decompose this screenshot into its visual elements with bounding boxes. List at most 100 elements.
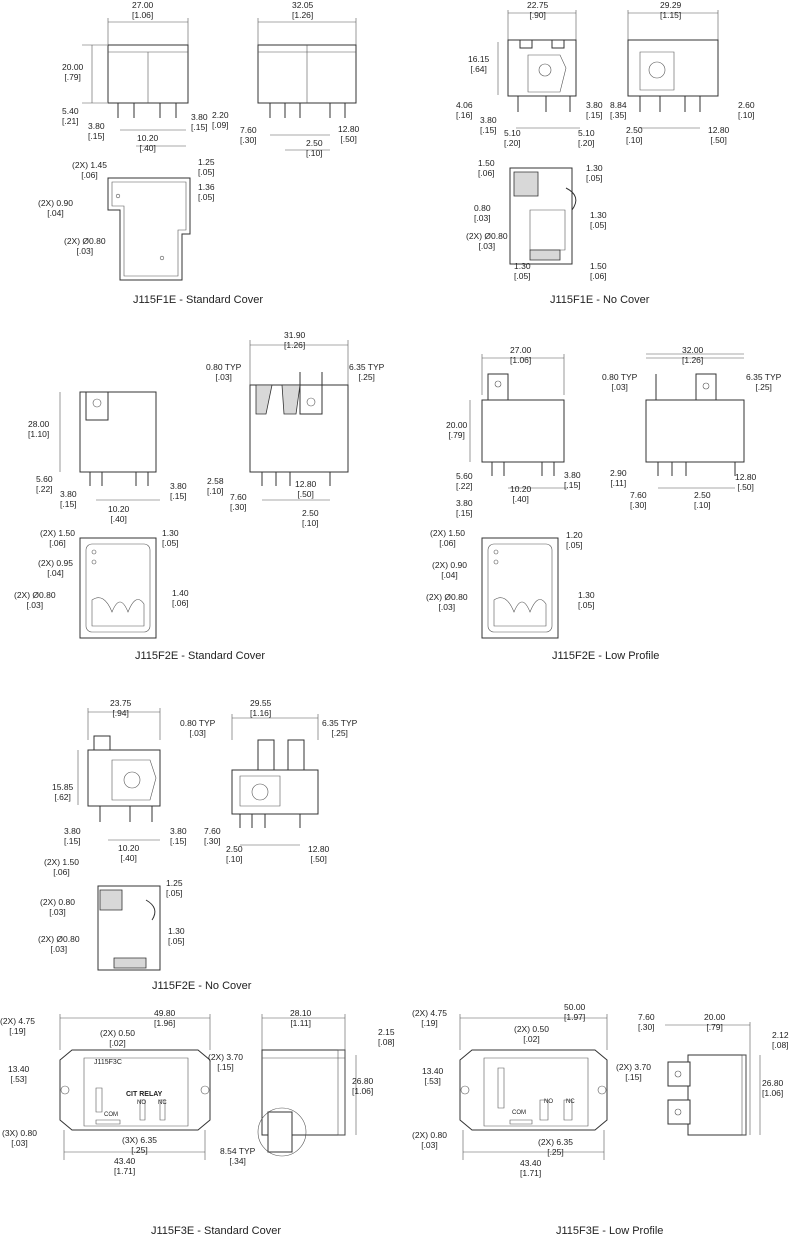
dim-label: 5.10[.20] — [504, 128, 521, 148]
low-com-mark: COM — [512, 1110, 526, 1116]
dim-label: 5.60[.22] — [456, 471, 473, 491]
dim-label: 3.80[.15] — [170, 481, 187, 501]
dim-label: 1.30[.05] — [162, 528, 179, 548]
f1e-nc-front-view — [508, 40, 576, 112]
dim-label: 2.20[.09] — [212, 110, 229, 130]
dim-label: 6.35 TYP[.25] — [322, 718, 358, 738]
dim-label: 1.30[.05] — [586, 163, 603, 183]
dim-label: (2X) 0.80[.03] — [412, 1130, 447, 1150]
dim-label: 12.80[.50] — [308, 844, 330, 864]
dim-label: 3.80[.15] — [170, 826, 187, 846]
dim-label: 49.80[1.96] — [154, 1008, 176, 1028]
dim-label: 0.80[.03] — [474, 203, 491, 223]
dim-label: (2X) 1.45[.06] — [72, 160, 107, 180]
dim-label: 0.80 TYP[.03] — [180, 718, 216, 738]
f2e-nc-front-view — [88, 736, 160, 822]
dim-label: (2X) 1.50[.06] — [430, 528, 465, 548]
dim-label: (2X) 4.75[.19] — [0, 1016, 35, 1036]
dim-label: 29.55[1.16] — [250, 698, 272, 718]
dim-label: 12.80[.50] — [708, 125, 730, 145]
dim-label: (2X) 0.80[.03] — [40, 897, 75, 917]
f2e-nc-footprint — [98, 886, 160, 970]
dim-label: (2X) 3.70[.15] — [208, 1052, 243, 1072]
dim-label: (2X) Ø0.80[.03] — [64, 236, 106, 256]
dim-label: 7.60[.30] — [204, 826, 221, 846]
dim-label: 2.50[.10] — [302, 508, 319, 528]
dim-label: (3X) 6.35[.25] — [122, 1135, 157, 1155]
caption-f3e-low-profile: J115F3E - Low Profile — [556, 1225, 664, 1237]
dim-label: 0.80 TYP[.03] — [206, 362, 242, 382]
dim-label: 1.25[.05] — [198, 157, 215, 177]
dim-label: 3.80[.15] — [88, 121, 105, 141]
dim-label: 32.05[1.26] — [292, 0, 314, 20]
dim-label: 2.50[.10] — [694, 490, 711, 510]
dim-label: 16.15[.64] — [468, 54, 490, 74]
low-no-mark: NO — [544, 1099, 553, 1105]
dim-label: 12.80[.50] — [338, 124, 360, 144]
f2e-side-view — [250, 372, 348, 486]
dim-label: (2X) Ø0.80[.03] — [466, 231, 508, 251]
dim-label: 1.30[.05] — [578, 590, 595, 610]
dim-label: 2.50[.10] — [306, 138, 323, 158]
f1e-footprint — [108, 178, 190, 280]
caption-f3e-standard: J115F3E - Standard Cover — [151, 1225, 282, 1237]
dim-label: 6.35 TYP[.25] — [349, 362, 385, 382]
dim-label: 13.40[.53] — [8, 1064, 30, 1084]
caption-f2e-standard: J115F2E - Standard Cover — [135, 650, 266, 662]
dim-label: 1.25[.05] — [166, 878, 183, 898]
dim-label: 1.50[.06] — [590, 261, 607, 281]
dim-label: 15.85[.62] — [52, 782, 74, 802]
dim-label: 26.80[1.06] — [352, 1076, 374, 1096]
dim-label: 1.40[.06] — [172, 588, 189, 608]
dim-label: 2.50[.10] — [626, 125, 643, 145]
dim-label: 1.30[.05] — [590, 210, 607, 230]
dim-label: 10.20[.40] — [137, 133, 159, 153]
dim-label: 7.60[.30] — [638, 1012, 655, 1032]
dim-label: 4.06[.16] — [456, 100, 473, 120]
dim-label: 12.80[.50] — [295, 479, 317, 499]
dim-label: 20.00[.79] — [446, 420, 468, 440]
dim-label: (2X) Ø0.80[.03] — [426, 592, 468, 612]
f3e-low-front-view — [460, 1050, 607, 1130]
dim-label: (2X) 3.70[.15] — [616, 1062, 651, 1082]
dim-label: 5.10[.20] — [578, 128, 595, 148]
dim-label: 0.80 TYP[.03] — [602, 372, 638, 392]
dim-label: 28.00[1.10] — [28, 419, 50, 439]
dim-label: (3X) 0.80[.03] — [2, 1128, 37, 1148]
f1e-front-view — [108, 45, 188, 118]
dim-label: 26.80[1.06] — [762, 1078, 784, 1098]
dim-label: (2X) 6.35[.25] — [538, 1137, 573, 1157]
dim-label: 5.60[.22] — [36, 474, 53, 494]
dim-label: 1.36[.05] — [198, 182, 215, 202]
dim-label: 43.40[1.71] — [520, 1158, 542, 1178]
caption-f1e-no-cover: J115F1E - No Cover — [550, 294, 650, 306]
dim-label: 20.00[.79] — [704, 1012, 726, 1032]
dim-label: 6.35 TYP[.25] — [746, 372, 782, 392]
dim-label: 12.80[.50] — [735, 472, 757, 492]
dim-label: 1.20[.05] — [566, 530, 583, 550]
dim-label: (2X) 1.50[.06] — [40, 528, 75, 548]
dim-label: (2X) 0.50[.02] — [514, 1024, 549, 1044]
dim-label: 2.15[.08] — [378, 1027, 395, 1047]
maker-mark: CIT RELAY — [126, 1091, 163, 1098]
part-mark: J115F3C — [94, 1059, 122, 1066]
f3e-low-side-view — [668, 1055, 746, 1135]
dim-label: 13.40[.53] — [422, 1066, 444, 1086]
dim-label: 20.00[.79] — [62, 62, 84, 82]
dim-label: 27.00[1.06] — [510, 345, 532, 365]
dim-label: 2.50[.10] — [226, 844, 243, 864]
dim-label: 3.80[.15] — [586, 100, 603, 120]
dim-label: 3.80[.15] — [456, 498, 473, 518]
dim-label: 3.80[.15] — [191, 112, 208, 132]
dim-label: (2X) 0.50[.02] — [100, 1028, 135, 1048]
dim-label: (2X) 4.75[.19] — [412, 1008, 447, 1028]
f2e-footprint — [80, 538, 156, 638]
dim-label: 10.20[.40] — [510, 484, 532, 504]
dim-label: 3.80[.15] — [60, 489, 77, 509]
dim-label: 5.40[.21] — [62, 106, 79, 126]
dim-label: 3.80[.15] — [480, 115, 497, 135]
dim-label: 8.54 TYP[.34] — [220, 1146, 256, 1166]
dim-label: (2X) 0.90[.04] — [38, 198, 73, 218]
dim-label: 32.00[1.26] — [682, 345, 704, 365]
dim-label: 2.60[.10] — [738, 100, 755, 120]
